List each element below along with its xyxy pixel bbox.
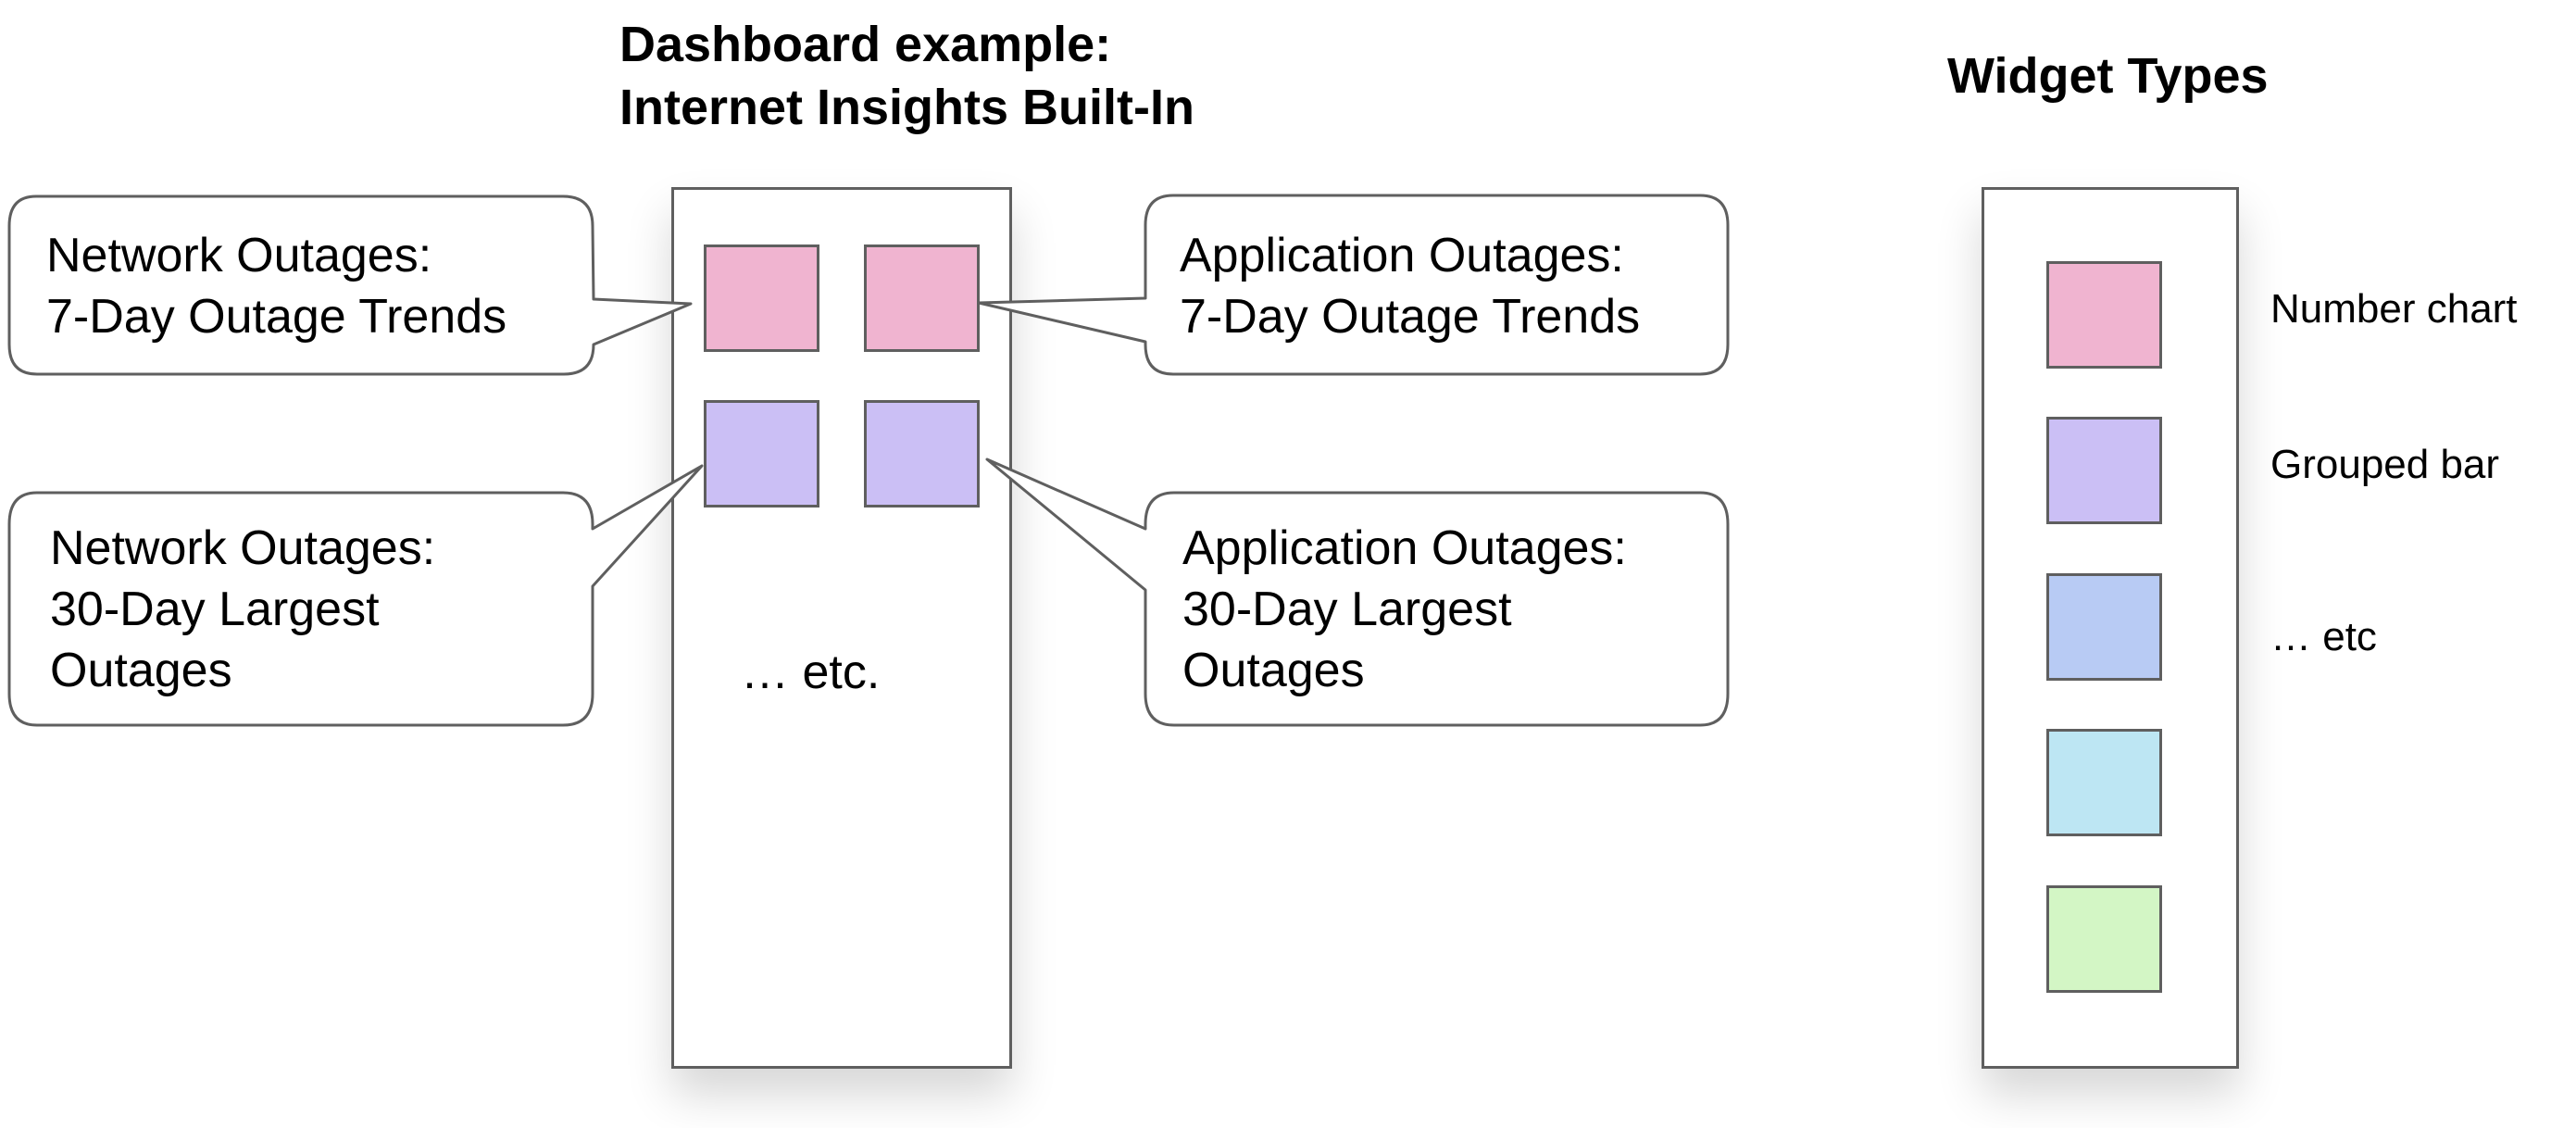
- callout-application-7day-line2: 7-Day Outage Trends: [1180, 290, 1641, 344]
- application-7day-number-chart-tile: [864, 244, 980, 352]
- callout-application-30day-line3: Outages: [1182, 644, 1365, 697]
- dashboard-etc-label: … etc.: [741, 645, 881, 699]
- green-widget-swatch: [2046, 885, 2162, 993]
- dashboard-example-subtitle: Internet Insights Built-In: [619, 80, 1194, 135]
- legend-label-grouped-bar: Grouped bar: [2270, 442, 2500, 487]
- network-30day-grouped-bar-tile: [704, 400, 819, 508]
- callout-network-30day-text: Network Outages: 30-Day Largest Outages: [50, 518, 435, 701]
- callout-application-30day-line1: Application Outages:: [1182, 521, 1627, 575]
- callout-network-30day-line2: 30-Day Largest: [50, 583, 380, 636]
- widget-types-title: Widget Types: [1947, 48, 2269, 104]
- callout-network-7day-line2: 7-Day Outage Trends: [46, 290, 507, 344]
- callout-network-30day-line3: Outages: [50, 644, 232, 697]
- application-30day-grouped-bar-tile: [864, 400, 980, 508]
- legend-label-etc: … etc: [2270, 614, 2377, 659]
- callout-application-30day-text: Application Outages: 30-Day Largest Outa…: [1182, 518, 1627, 701]
- network-7day-number-chart-tile: [704, 244, 819, 352]
- blue-widget-swatch: [2046, 573, 2162, 681]
- callout-network-7day-text: Network Outages: 7-Day Outage Trends: [46, 225, 506, 347]
- number-chart-swatch: [2046, 261, 2162, 369]
- dashboard-example-title: Dashboard example:: [619, 17, 1112, 72]
- cyan-widget-swatch: [2046, 729, 2162, 836]
- callout-application-7day-text: Application Outages: 7-Day Outage Trends: [1180, 225, 1640, 347]
- callout-network-30day-line1: Network Outages:: [50, 521, 436, 575]
- callout-application-7day-line1: Application Outages:: [1180, 229, 1624, 282]
- grouped-bar-swatch: [2046, 417, 2162, 524]
- callout-network-7day-line1: Network Outages:: [46, 229, 432, 282]
- callout-application-30day-line2: 30-Day Largest: [1182, 583, 1512, 636]
- legend-label-number-chart: Number chart: [2270, 286, 2518, 332]
